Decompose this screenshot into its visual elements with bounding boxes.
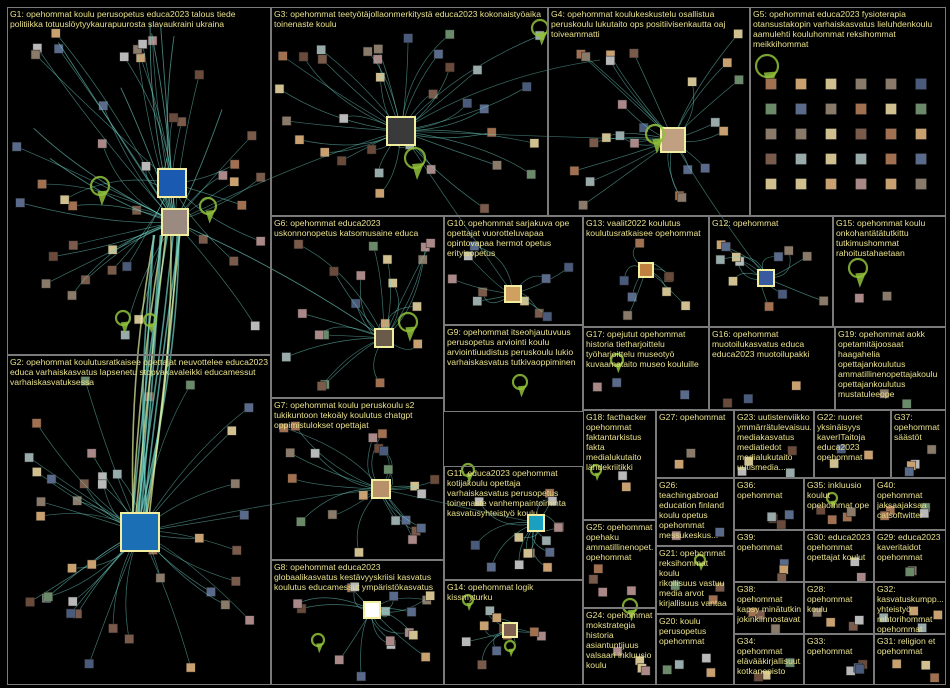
group-label-g24: G24: opehommat mokstrategia historia asi… xyxy=(586,610,653,670)
group-box-g37: G37: opehommat säästöt xyxy=(891,410,946,478)
group-box-g10: G10: opehommat sarjakuva ope opettajat v… xyxy=(444,216,583,325)
group-box-g23: G23: uutistenviikko ymmärrätulevaisuu...… xyxy=(734,410,814,478)
group-label-g9: G9: opehommat itseohjautuvuus perusopetu… xyxy=(447,327,580,367)
group-label-g13: G13: vaalit2022 koulutus koulutusratkais… xyxy=(586,218,706,238)
group-box-g4: G4: opehommat koulukeskustelu osallistua… xyxy=(548,7,750,216)
group-box-g32: G32: kasvatuskumpp... yhteistyö rehtorih… xyxy=(874,582,946,634)
group-label-g36: G36: opehommat xyxy=(737,480,801,500)
group-label-g27: G27: opehommat xyxy=(659,412,731,422)
group-box-g13: G13: vaalit2022 koulutus koulutusratkais… xyxy=(583,216,709,327)
group-label-g25: G25: opehommat opehaku ammatillinenopet.… xyxy=(586,522,653,562)
group-label-g39: G39: opehommat xyxy=(737,532,801,552)
group-box-g1: G1: opehommat koulu perusopetus educa202… xyxy=(7,7,271,355)
group-box-g12: G12: opehommat xyxy=(709,216,833,327)
group-box-g21: G21: opehommat reksihommat koulu rikolli… xyxy=(656,546,734,614)
group-label-g6: G6: opehommat educa2023 uskonnonopetus k… xyxy=(274,218,441,238)
group-label-g17: G17: opejutut opehommat historia tiethar… xyxy=(586,329,706,369)
group-label-g29: G29: educa2023 kaveritaidot opehommat xyxy=(877,532,943,562)
group-box-g27: G27: opehommat xyxy=(656,410,734,478)
group-box-g15: G15: opehommat koulu onkohantätätutkittu… xyxy=(833,216,946,327)
group-label-g18: G18: facthacker opehommat faktantarkistu… xyxy=(586,412,653,472)
group-box-g28: G28: opehommat koulu xyxy=(804,582,874,634)
group-label-g33: G33: opehommat xyxy=(807,636,871,656)
group-box-g33: G33: opehommat xyxy=(804,634,874,685)
group-label-g15: G15: opehommat koulu onkohantätätutkittu… xyxy=(836,218,943,258)
group-box-g5: G5: opehommat educa2023 fysioterapia ota… xyxy=(750,7,946,216)
group-label-g32: G32: kasvatuskumpp... yhteistyö rehtorih… xyxy=(877,584,943,634)
group-box-g11: G11: educa2023 opehommat kotijakoulu ope… xyxy=(444,466,583,580)
group-box-g34: G34: opehommat elävääkirjallisuut... kot… xyxy=(734,634,804,685)
group-label-g34: G34: opehommat elävääkirjallisuut... kot… xyxy=(737,636,801,676)
group-box-g36: G36: opehommat xyxy=(734,478,804,530)
group-label-g3: G3: opehommat teetyötäjollaonmerkitystä … xyxy=(274,9,545,29)
group-label-g5: G5: opehommat educa2023 fysioterapia ota… xyxy=(753,9,943,49)
group-label-g23: G23: uutistenviikko ymmärrätulevaisuu...… xyxy=(737,412,811,472)
group-box-g17: G17: opejutut opehommat historia tiethar… xyxy=(583,327,709,410)
group-label-g21: G21: opehommat reksihommat koulu rikolli… xyxy=(659,548,731,608)
group-box-g22: G22: nuoret yksinäisyys kaverITaitoja ed… xyxy=(814,410,891,478)
group-box-g31: G31: religion et opehommat xyxy=(874,634,946,685)
group-box-g20: G20: koulu perusopetus opehommat xyxy=(656,614,734,685)
group-label-g37: G37: opehommat säästöt xyxy=(894,412,943,442)
group-label-g16: G16: opehommat muotoilukasvatus educa ed… xyxy=(712,329,832,359)
group-label-g35: G35: inkluusio koulut opehommat ope xyxy=(807,480,871,510)
group-label-g40: G40: opehommat jaksaajaksaa catsoftwitte… xyxy=(877,480,943,520)
group-label-g31: G31: religion et opehommat xyxy=(877,636,943,656)
group-label-g7: G7: opehommat koulu peruskoulu s2 tukiku… xyxy=(274,400,441,430)
group-box-g30: G30: educa2023 opehommat opettajat koulu… xyxy=(804,530,874,582)
group-box-g8: G8: opehommat educa2023 globaalikasvatus… xyxy=(271,560,444,685)
group-label-g19: G19: opehommat aokk opetamitäjoosaat haa… xyxy=(838,329,943,399)
group-box-g6: G6: opehommat educa2023 uskonnonopetus k… xyxy=(271,216,444,398)
group-box-g25: G25: opehommat opehaku ammatillinenopet.… xyxy=(583,520,656,608)
group-label-g26: G26: teachingabroad education finland ko… xyxy=(659,480,731,540)
group-label-g22: G22: nuoret yksinäisyys kaverITaitoja ed… xyxy=(817,412,888,462)
group-label-g2: G2: opehommat koulutusratkaisee opettaja… xyxy=(10,357,268,387)
group-label-g4: G4: opehommat koulukeskustelu osallistua… xyxy=(551,9,747,39)
group-label-g20: G20: koulu perusopetus opehommat xyxy=(659,616,731,646)
group-box-g19: G19: opehommat aokk opetamitäjoosaat haa… xyxy=(835,327,946,410)
group-box-g39: G39: opehommat xyxy=(734,530,804,582)
group-box-g16: G16: opehommat muotoilukasvatus educa ed… xyxy=(709,327,835,410)
group-box-g18: G18: facthacker opehommat faktantarkistu… xyxy=(583,410,656,520)
group-box-g24: G24: opehommat mokstrategia historia asi… xyxy=(583,608,656,685)
group-box-g3: G3: opehommat teetyötäjollaonmerkitystä … xyxy=(271,7,548,216)
group-label-g12: G12: opehommat xyxy=(712,218,830,228)
group-box-g38: G38: opehommat kapsy minätutkin jokinkii… xyxy=(734,582,804,634)
group-box-g2: G2: opehommat koulutusratkaisee opettaja… xyxy=(7,355,271,685)
group-label-g30: G30: educa2023 opehommat opettajat koulu… xyxy=(807,532,871,562)
group-box-g40: G40: opehommat jaksaajaksaa catsoftwitte… xyxy=(874,478,946,530)
group-label-g1: G1: opehommat koulu perusopetus educa202… xyxy=(10,9,268,29)
group-box-g7: G7: opehommat koulu peruskoulu s2 tukiku… xyxy=(271,398,444,560)
group-label-g28: G28: opehommat koulu xyxy=(807,584,871,614)
group-label-g38: G38: opehommat kapsy minätutkin jokinkii… xyxy=(737,584,801,624)
group-box-g14: G14: opehommat logik kissmyturku xyxy=(444,580,583,685)
group-box-g35: G35: inkluusio koulut opehommat ope xyxy=(804,478,874,530)
group-box-g26: G26: teachingabroad education finland ko… xyxy=(656,478,734,546)
group-box-g29: G29: educa2023 kaveritaidot opehommat xyxy=(874,530,946,582)
group-label-g10: G10: opehommat sarjakuva ope opettajat v… xyxy=(447,218,580,258)
group-label-g11: G11: educa2023 opehommat kotijakoulu ope… xyxy=(447,468,580,518)
group-box-g9: G9: opehommat itseohjautuvuus perusopetu… xyxy=(444,325,583,412)
group-label-g14: G14: opehommat logik kissmyturku xyxy=(447,582,580,602)
group-label-g8: G8: opehommat educa2023 globaalikasvatus… xyxy=(274,562,441,592)
